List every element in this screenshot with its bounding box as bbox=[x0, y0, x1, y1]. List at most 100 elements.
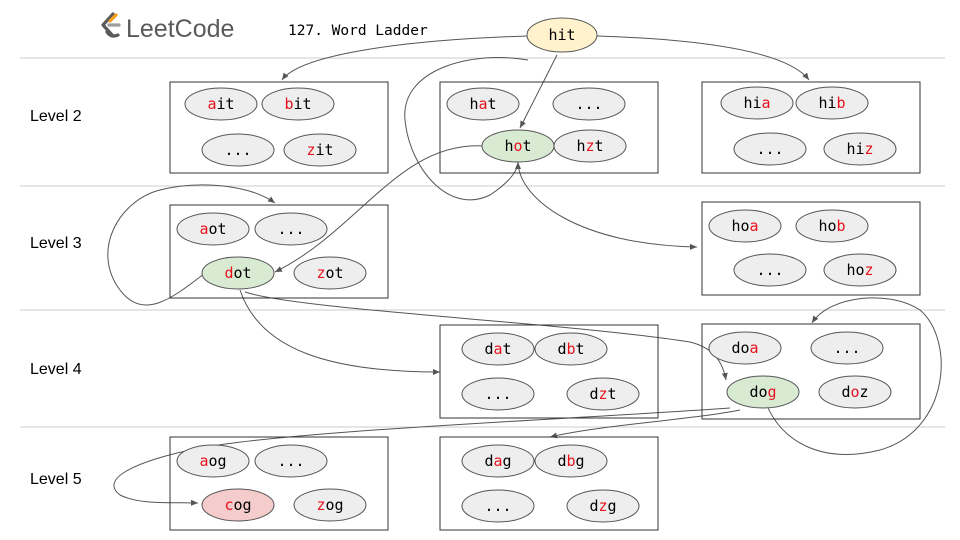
word-part: hi bbox=[818, 94, 836, 112]
node-word: zot bbox=[316, 264, 343, 282]
node-oval bbox=[534, 332, 608, 366]
word-part: h bbox=[469, 95, 478, 113]
node-word: zit bbox=[306, 141, 333, 159]
node-group-box: aog... cog zog bbox=[169, 436, 389, 531]
word-part: h bbox=[504, 137, 513, 155]
word-node: ... bbox=[201, 133, 275, 167]
word-part: ho bbox=[846, 261, 864, 279]
word-part: g bbox=[503, 452, 512, 470]
node-oval bbox=[566, 489, 640, 523]
word-part: hi bbox=[846, 140, 864, 158]
word-part: g bbox=[608, 497, 617, 515]
word-part: hi bbox=[743, 94, 761, 112]
word-node: hot bbox=[481, 129, 555, 163]
word-part: d bbox=[589, 497, 598, 515]
word-part: ... bbox=[277, 220, 304, 238]
word-part: ... bbox=[756, 261, 783, 279]
group-border bbox=[169, 81, 389, 174]
word-node: dbg bbox=[534, 444, 608, 478]
group-border bbox=[169, 436, 389, 531]
changed-letter: a bbox=[207, 95, 216, 113]
node-oval bbox=[261, 87, 335, 121]
word-part: og bbox=[325, 496, 343, 514]
changed-letter: a bbox=[750, 217, 759, 235]
node-word: dzg bbox=[589, 497, 616, 515]
word-part: t bbox=[503, 340, 512, 358]
word-part: do bbox=[749, 383, 767, 401]
edge-arrow bbox=[107, 184, 276, 306]
word-part: d bbox=[557, 340, 566, 358]
changed-letter: z bbox=[316, 496, 325, 514]
node-word: hot bbox=[504, 137, 531, 155]
word-part: do bbox=[731, 339, 749, 357]
word-part: ... bbox=[484, 385, 511, 403]
changed-letter: z bbox=[598, 497, 607, 515]
group-border bbox=[701, 201, 921, 296]
word-part: h bbox=[576, 137, 585, 155]
node-oval bbox=[720, 86, 794, 120]
changed-letter: b bbox=[566, 340, 575, 358]
leetcode-logo: LeetCode bbox=[101, 12, 234, 43]
node-oval bbox=[254, 444, 328, 478]
word-part: z bbox=[860, 383, 869, 401]
word-part: d bbox=[841, 383, 850, 401]
word-part: d bbox=[589, 385, 598, 403]
node-oval bbox=[823, 132, 897, 166]
word-node: dog bbox=[726, 375, 800, 409]
node-word: ... bbox=[833, 339, 860, 357]
node-oval bbox=[176, 444, 250, 478]
changed-letter: d bbox=[224, 264, 233, 282]
leetcode-logo-icon bbox=[101, 12, 121, 38]
changed-letter: z bbox=[585, 137, 594, 155]
word-part: ho bbox=[731, 217, 749, 235]
group-border bbox=[439, 436, 659, 531]
node-oval bbox=[526, 17, 598, 53]
word-node: dag bbox=[461, 444, 535, 478]
node-oval bbox=[733, 132, 807, 166]
word-part: d bbox=[557, 452, 566, 470]
word-part: ... bbox=[756, 140, 783, 158]
changed-letter: g bbox=[768, 383, 777, 401]
word-node: dat bbox=[461, 332, 535, 366]
node-word: aog bbox=[199, 452, 226, 470]
word-node: dzt bbox=[566, 377, 640, 411]
node-word: dzt bbox=[589, 385, 616, 403]
node-word: aot bbox=[199, 220, 226, 238]
edge-arrow bbox=[517, 162, 698, 250]
word-node: ... bbox=[254, 444, 328, 478]
node-oval bbox=[446, 87, 520, 121]
word-node: ait bbox=[184, 87, 258, 121]
node-word: doz bbox=[841, 383, 868, 401]
edge-arrow bbox=[549, 409, 741, 439]
node-word: bit bbox=[284, 95, 311, 113]
word-node: ... bbox=[254, 212, 328, 246]
word-node: ... bbox=[552, 87, 626, 121]
node-word: hzt bbox=[576, 137, 603, 155]
word-part: it bbox=[315, 141, 333, 159]
node-oval bbox=[176, 212, 250, 246]
node-word: cog bbox=[224, 496, 251, 514]
word-part: ... bbox=[224, 141, 251, 159]
node-oval bbox=[708, 209, 782, 243]
changed-letter: b bbox=[284, 95, 293, 113]
node-oval bbox=[823, 253, 897, 287]
node-word: ... bbox=[224, 141, 251, 159]
word-part: ... bbox=[277, 452, 304, 470]
edge-arrow bbox=[519, 54, 558, 129]
group-border bbox=[701, 81, 921, 174]
node-word: dbg bbox=[557, 452, 584, 470]
word-node: aot bbox=[176, 212, 250, 246]
word-node: doa bbox=[708, 331, 782, 365]
edge-arrow bbox=[281, 35, 529, 81]
word-part: d bbox=[484, 340, 493, 358]
word-node: ... bbox=[733, 132, 807, 166]
node-oval bbox=[810, 331, 884, 365]
node-word: ... bbox=[575, 95, 602, 113]
word-node: hob bbox=[795, 209, 869, 243]
word-node: dbt bbox=[534, 332, 608, 366]
